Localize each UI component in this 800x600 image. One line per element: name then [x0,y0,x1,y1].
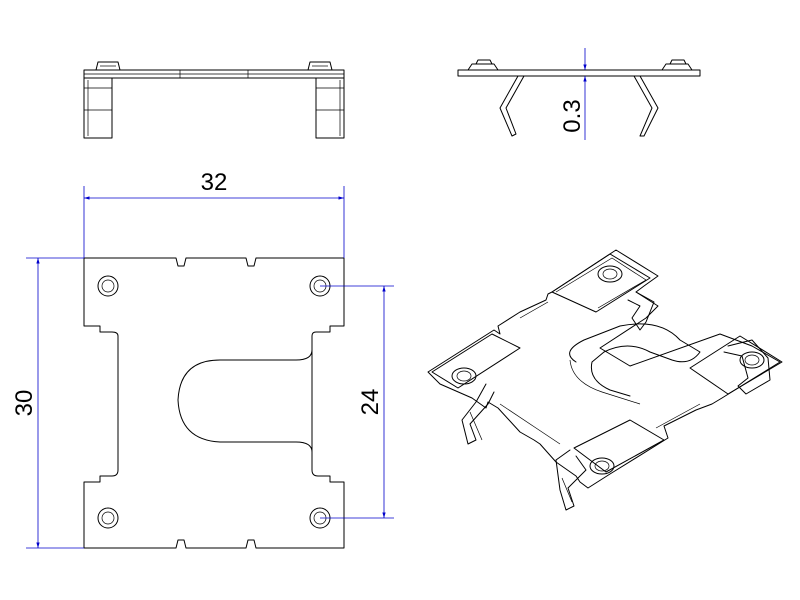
isometric-view [427,249,783,511]
hole-spacing-dimension: 24 [320,285,394,519]
side-view [457,59,701,137]
height-label: 30 [11,390,38,417]
width-dimension: 32 [83,169,345,258]
thickness-dimension: 0.3 [559,48,587,140]
hole-top-left [97,275,119,297]
top-view-left-clip [83,61,121,139]
thickness-label: 0.3 [559,99,586,132]
height-dimension: 30 [11,257,84,549]
plan-view [83,257,345,549]
hole-spacing-label: 24 [357,389,384,416]
top-view [83,61,345,139]
hole-bottom-left [97,507,119,529]
width-label: 32 [201,169,228,196]
top-view-right-clip [307,61,345,139]
